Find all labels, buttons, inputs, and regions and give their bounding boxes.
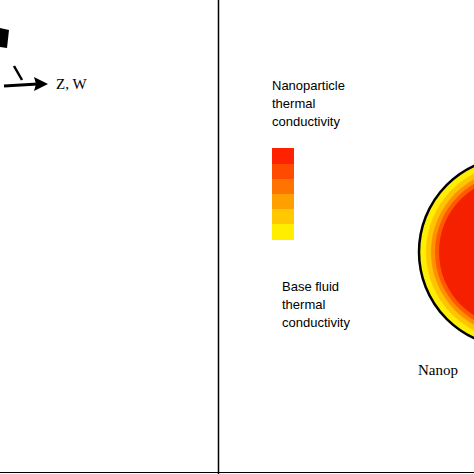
particle-label: Nanop [418, 361, 458, 379]
gradient-step [272, 164, 294, 180]
nanolayer-ring [426, 164, 474, 340]
legend-swatch [272, 224, 294, 240]
gradient-step [272, 194, 294, 210]
nanolayer-ring [435, 173, 474, 331]
panel-border [0, 472, 474, 473]
panel-divider [218, 0, 220, 474]
gradient-step [272, 179, 294, 195]
nanolayer-ring [431, 169, 474, 335]
axis-arrow [4, 84, 38, 86]
legend-text: Nanoparticle thermal conductivity [272, 77, 372, 131]
axis-label: Z, W [56, 75, 87, 93]
arrowhead [34, 77, 48, 91]
nanoparticle-core [439, 177, 474, 327]
gradient-step [272, 209, 294, 225]
nanolayer-circle [419, 157, 474, 347]
legend-swatch [272, 148, 294, 164]
legend-text: Base fluid thermal conductivity [282, 278, 377, 332]
axis-fragment [0, 28, 9, 48]
axis-line [14, 66, 22, 80]
